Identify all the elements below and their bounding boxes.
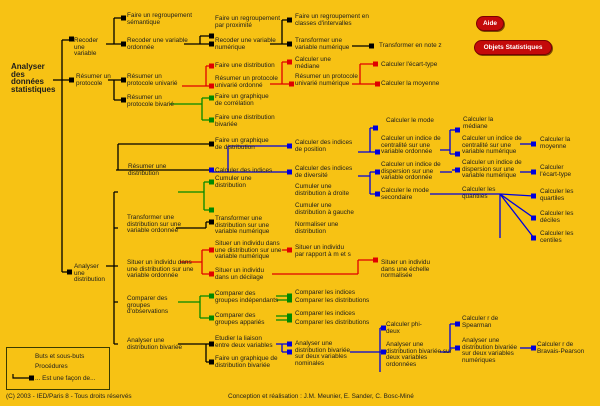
node-calculer-r-spearman[interactable]: Calculer r de Spearman [462,315,499,329]
node-calculer-quartiles[interactable]: Calculer les quartiles [540,188,574,202]
node-comparer-indices-2[interactable]: Comparer les indices [295,310,356,317]
node-comparer-indices-1[interactable]: Comparer les indices [295,289,356,296]
node-transformer-variable-numerique[interactable]: Transformer une variable numérique [295,37,350,51]
node-recoder-variable[interactable]: Recoder une variable [74,37,99,58]
connector-markers [67,15,536,365]
legend: Buts et sous-buts Procédures ... Est une… [6,347,110,390]
node-resumer-protocole-univarie-numerique[interactable]: Résumer un protocole univarié numérique [295,73,358,87]
node-centralite-numerique[interactable]: Calculer un indice de centralité sur une… [462,135,522,156]
node-centralite-ordonnee[interactable]: Calculer un indice de centralité sur une… [381,135,441,156]
node-faire-distribution[interactable]: Faire une distribution [215,62,275,69]
node-resumer-distribution[interactable]: Résumer une distribution [128,163,167,177]
node-transformer-distribution-numerique[interactable]: Transformer une distribution sur une var… [215,215,270,236]
node-regroupement-proximite[interactable]: Faire un regroupement par proximité [215,15,281,29]
node-graphique-correlation[interactable]: Faire un graphique de corrélation [215,93,269,107]
node-normaliser-distribution[interactable]: Normaliser une distribution [295,221,339,235]
node-calculer-mediane-top[interactable]: Calculer une médiane [295,56,331,70]
node-transformer-note-z[interactable]: Transformer en note z [379,42,442,49]
footer-copyright: (C) 2003 - IED/Paris 8 - Tous droits rés… [6,393,132,400]
node-root[interactable]: Analyser des données statistiques [11,62,56,94]
node-comparer-groupes-independants[interactable]: Comparer des groupes indépendants [215,290,279,304]
node-resumer-protocole-univarie-ordonne[interactable]: Résumer un protocole univarié ordonné [215,75,278,89]
blue-connectors [212,127,535,372]
node-situer-individu-numerique[interactable]: Situer un individu dans une distribution… [215,240,282,261]
node-situer-individu-decilage[interactable]: Situer un individu dans un décilage [215,267,265,281]
node-regroupement-semantique[interactable]: Faire un regroupement sémantique [127,12,193,26]
node-graphique-distribution[interactable]: Faire un graphique de distribution [215,137,269,151]
red-connectors [180,61,378,275]
node-calculer-phi-deux[interactable]: Calculer phi-deux [386,321,422,335]
node-calculer-deciles[interactable]: Calculer les déciles [540,210,574,224]
node-regroupement-intervalles[interactable]: Faire un regroupement en classes d'inter… [295,13,369,27]
node-calculer-quantiles[interactable]: Calculer les quantiles [462,186,496,200]
node-analyser-distribution-bivariee[interactable]: Analyser une distribution bivariée [127,337,183,351]
node-analyser-distribution[interactable]: Analyser une distribution [74,263,105,284]
node-recoder-variable-ordonnee[interactable]: Recoder une variable ordonnée [127,37,188,51]
node-bivariee-nominales[interactable]: Analyser une distribution bivariée sur d… [295,340,351,367]
node-cumuler-gauche[interactable]: Cumuler une distribution à gauche [295,202,354,216]
node-calculer-ecart-type-top[interactable]: Calculer l'écart-type [381,61,438,68]
node-resumer-protocole-univarie[interactable]: Résumer un protocole univarié [127,73,178,87]
node-situer-echelle-normalisee[interactable]: Situer un individu dans une échelle norm… [381,259,431,280]
node-transformer-distribution[interactable]: Transformer une distribution sur une var… [127,214,181,235]
node-comparer-groupes-observations[interactable]: Comparer des groupes d'observations [127,295,169,316]
node-calculer-ecart-type[interactable]: Calculer l'écart-type [540,164,572,178]
legend-buts: Buts et sous-buts [35,353,85,360]
node-situer-individu-ordonnee[interactable]: Situer un individu dans une distribution… [127,259,194,280]
node-resumer-protocole[interactable]: Résumer un protocole [76,73,111,87]
node-cumuler-distribution[interactable]: Cumuler une distribution [215,175,252,189]
node-calculer-r-bravais[interactable]: Calculer r de Bravais-Pearson [537,341,585,355]
node-recoder-variable-numerique[interactable]: Recoder une variable numérique [215,37,276,51]
node-resumer-protocole-bivarie[interactable]: Résumer un protocole bivarié [127,94,174,108]
node-calculer-la-moyenne[interactable]: Calculer la moyenne [540,136,571,150]
node-distribution-bivariee[interactable]: Faire une distribution bivariée [215,114,275,128]
node-etudier-liaison[interactable]: Etudier la liaison entre deux variables [215,335,273,349]
node-bivariee-ordonnees[interactable]: Analyser une distribution bivariée sur d… [386,341,452,368]
node-mode-secondaire[interactable]: Calculer le mode secondaire [381,187,429,201]
legend-est-une-facon: ... Est une façon de... [35,375,96,382]
node-comparer-groupes-apparies[interactable]: Comparer des groupes appariés [215,312,265,326]
node-comparer-distributions-1[interactable]: Comparer les distributions [295,297,370,304]
green-connectors [170,97,290,321]
node-calculer-moyenne-right[interactable]: Calculer la moyenne [381,80,440,87]
node-bivariee-numeriques[interactable]: Analyser une distribution bivariée sur d… [462,337,518,364]
aide-button[interactable]: Aide [476,16,504,31]
node-calculer-centiles[interactable]: Calculer les centiles [540,230,574,244]
objets-statistiques-button[interactable]: Objets Statistiques [474,40,552,55]
footer-credits: Conception et réalisation : J.M. Meunier… [228,393,414,400]
node-dispersion-numerique[interactable]: Calculer un indice de dispersion sur une… [462,159,522,180]
node-calculer-mode[interactable]: Calculer le mode [386,117,434,124]
node-indices-diversite[interactable]: Calculer des indices de diversité [295,165,353,179]
node-calculer-indices[interactable]: Calculer des indices [215,167,273,174]
black-connectors [53,17,370,363]
node-cumuler-droite[interactable]: Cumuler une distribution à droite [295,183,349,197]
node-graphique-bivariee[interactable]: Faire un graphique de distribution bivar… [215,355,278,369]
node-calculer-la-mediane[interactable]: Calculer la médiane [463,116,494,130]
node-situer-individu-m-s[interactable]: Situer un individu par rapport à m et s [295,244,351,258]
node-comparer-distributions-2[interactable]: Comparer les distributions [295,319,370,326]
node-indices-position[interactable]: Calculer des indices de position [295,139,353,153]
node-dispersion-ordonnee[interactable]: Calculer un indice de dispersion sur une… [381,161,441,182]
legend-procedures: Procédures [35,363,68,370]
legend-connector-symbol [12,374,34,381]
